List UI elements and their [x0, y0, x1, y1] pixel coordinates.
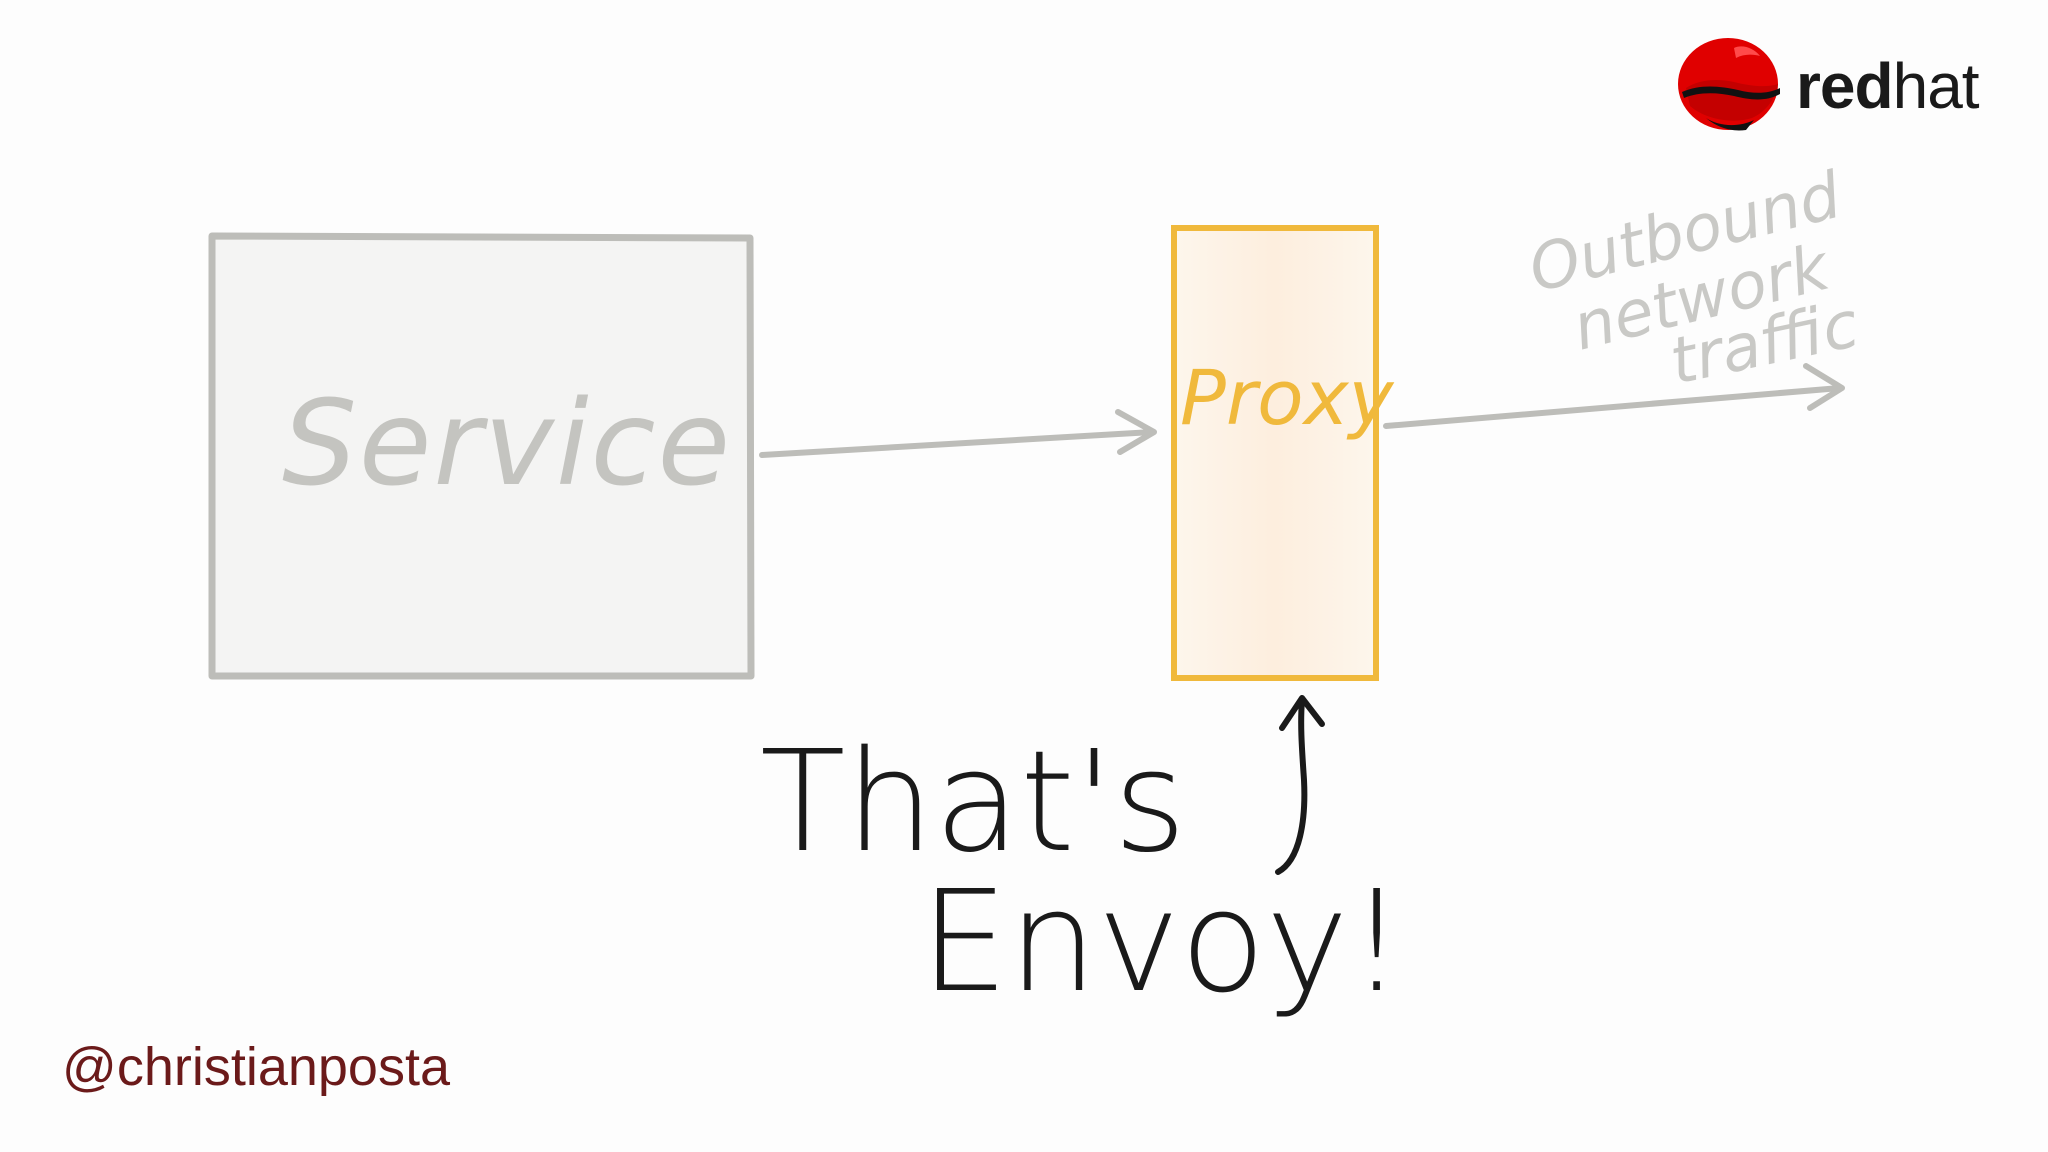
twitter-handle: @christianposta — [62, 1037, 450, 1097]
envoy-callout: That's Envoy! — [760, 721, 1405, 1024]
envoy-label-line-2: Envoy! — [920, 861, 1405, 1024]
service-box: Service — [208, 232, 755, 680]
redhat-wordmark-hat: hat — [1892, 50, 1980, 122]
arrow-service-to-proxy — [759, 409, 1157, 458]
redhat-wordmark: redhat — [1796, 54, 1980, 118]
proxy-box: Proxy — [1171, 225, 1395, 681]
redhat-wordmark-red: red — [1796, 50, 1894, 122]
redhat-shadowman-icon — [1678, 38, 1780, 131]
service-label: Service — [282, 374, 732, 512]
traffic-label: Outbound network traffic — [1522, 159, 1865, 400]
proxy-label: Proxy — [1180, 353, 1395, 442]
envoy-pointer-arrow — [1275, 695, 1325, 875]
arrow-outbound — [1383, 363, 1845, 429]
envoy-label-line-1: That's — [760, 721, 1186, 884]
redhat-logo: redhat — [1676, 28, 1996, 132]
